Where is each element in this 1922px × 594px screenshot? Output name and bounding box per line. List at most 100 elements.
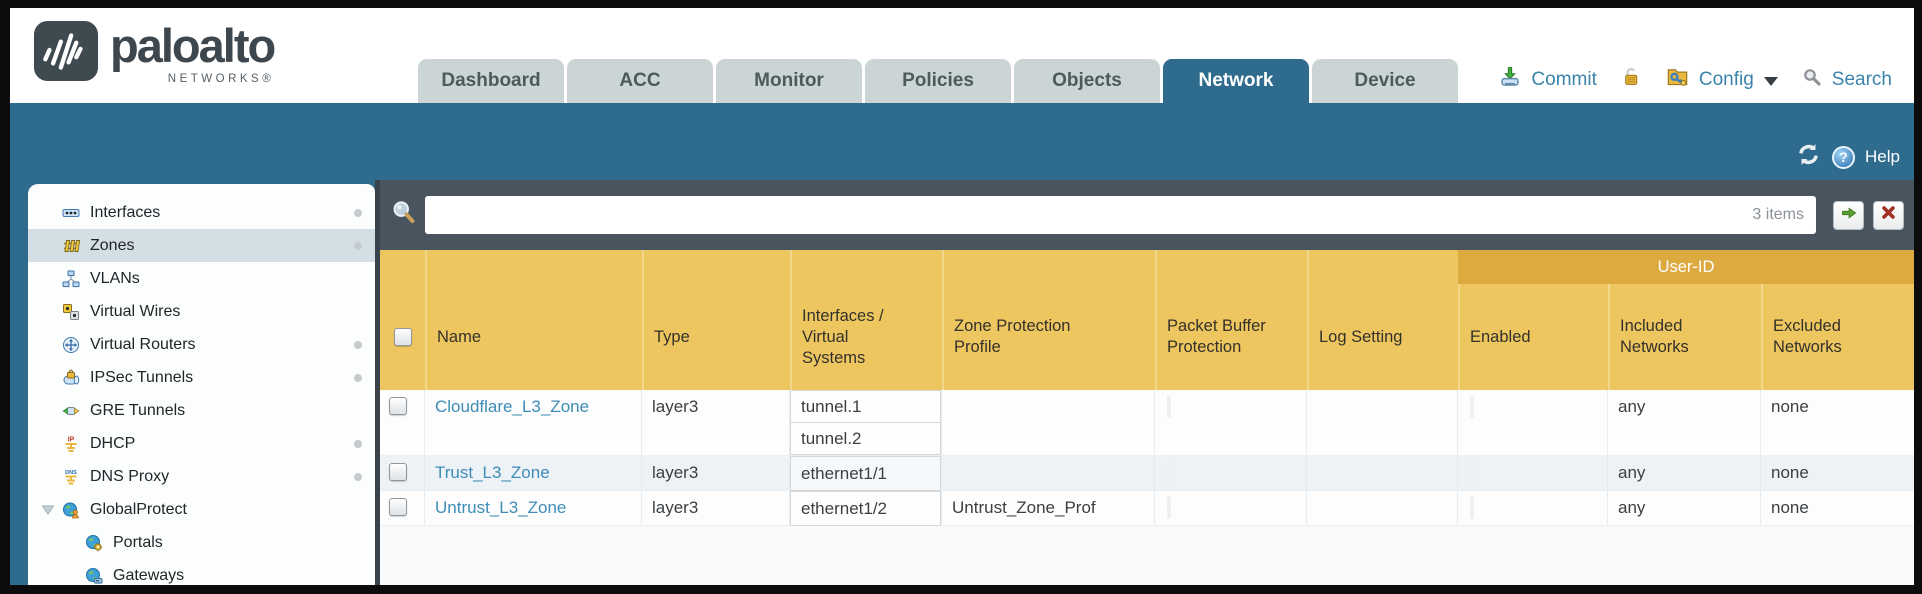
user-id-group-header: User-ID bbox=[1458, 250, 1914, 284]
tab-acc[interactable]: ACC bbox=[567, 59, 713, 103]
column-header-included-networks[interactable]: Included Networks bbox=[1608, 250, 1761, 390]
row-checkbox[interactable] bbox=[389, 498, 407, 516]
config-icon[interactable] bbox=[1666, 65, 1689, 94]
zone-name-cell: Untrust_L3_Zone bbox=[425, 491, 642, 525]
tab-policies[interactable]: Policies bbox=[865, 59, 1011, 103]
packet-buffer-protection-checkbox bbox=[1167, 395, 1171, 418]
tab-device[interactable]: Device bbox=[1312, 59, 1458, 103]
column-header-zone-protection-profile[interactable]: Zone Protection Profile bbox=[942, 250, 1155, 390]
interface-item: ethernet1/2 bbox=[790, 491, 941, 526]
tab-monitor[interactable]: Monitor bbox=[716, 59, 862, 103]
sidebar-item-gateways[interactable]: Gateways bbox=[28, 559, 375, 585]
main-nav-tabs: Dashboard ACC Monitor Policies Objects N… bbox=[418, 59, 1458, 103]
sidebar-item-ipsec-tunnels[interactable]: IPSec Tunnels bbox=[28, 361, 375, 394]
config-link[interactable]: Config bbox=[1698, 68, 1754, 90]
column-header-packet-buffer-protection[interactable]: Packet Buffer Protection bbox=[1155, 250, 1307, 390]
column-header-log-setting[interactable]: Log Setting bbox=[1307, 250, 1458, 390]
ipsec-tunnels-icon bbox=[60, 368, 82, 388]
excluded-networks-cell: none bbox=[1771, 498, 1809, 517]
sidebar-item-interfaces[interactable]: Interfaces bbox=[28, 196, 375, 229]
column-header-interfaces[interactable]: Interfaces / Virtual Systems bbox=[790, 250, 942, 390]
tab-objects[interactable]: Objects bbox=[1014, 59, 1160, 103]
column-header-excluded-networks[interactable]: Excluded Networks bbox=[1761, 250, 1914, 390]
zone-type-cell: layer3 bbox=[642, 491, 790, 525]
quick-actions: Commit Config Search bbox=[1499, 65, 1892, 94]
commit-link[interactable]: Commit bbox=[1531, 68, 1597, 90]
zone-name-cell: Trust_L3_Zone bbox=[425, 456, 642, 490]
zone-name-link[interactable]: Trust_L3_Zone bbox=[435, 463, 550, 482]
row-checkbox[interactable] bbox=[389, 397, 407, 415]
gre-tunnels-icon bbox=[60, 401, 82, 421]
virtual-wires-icon bbox=[60, 302, 82, 322]
row-select-cell bbox=[380, 491, 425, 525]
help-icon[interactable]: ? bbox=[1832, 145, 1856, 169]
included-networks-cell: any bbox=[1608, 456, 1761, 490]
zones-icon bbox=[60, 236, 82, 256]
svg-text:DNS: DNS bbox=[65, 470, 77, 476]
sidebar-item-label: Virtual Wires bbox=[90, 302, 181, 320]
included-networks-cell: any bbox=[1608, 491, 1761, 525]
search-icon[interactable] bbox=[1802, 67, 1822, 93]
excluded-networks-cell: none bbox=[1771, 463, 1809, 482]
select-all-checkbox[interactable] bbox=[393, 328, 412, 346]
vlans-icon bbox=[60, 269, 82, 289]
user-id-enabled-checkbox bbox=[1470, 395, 1474, 418]
select-all-cell bbox=[380, 250, 425, 390]
sidebar-item-virtual-routers[interactable]: Virtual Routers bbox=[28, 328, 375, 361]
sidebar-item-gre-tunnels[interactable]: GRE Tunnels bbox=[28, 394, 375, 427]
user-id-enabled-checkbox bbox=[1470, 496, 1474, 519]
sidebar-item-vlans[interactable]: VLANs bbox=[28, 262, 375, 295]
clear-filter-icon bbox=[1880, 204, 1897, 226]
svg-text:IP: IP bbox=[68, 436, 75, 443]
refresh-icon[interactable] bbox=[1795, 141, 1822, 173]
zone-name-link[interactable]: Cloudflare_L3_Zone bbox=[435, 397, 590, 416]
clear-filter-button[interactable] bbox=[1873, 200, 1904, 230]
sidebar-item-virtual-wires[interactable]: Virtual Wires bbox=[28, 295, 375, 328]
sidebar-item-label: Virtual Routers bbox=[90, 335, 196, 353]
sidebar-item-label: GRE Tunnels bbox=[90, 401, 186, 419]
column-header-type[interactable]: Type bbox=[642, 250, 790, 390]
apply-filter-button[interactable] bbox=[1833, 200, 1864, 230]
sidebar-item-dot bbox=[354, 472, 362, 481]
sidebar-item-globalprotect[interactable]: GlobalProtect bbox=[28, 493, 375, 526]
log-setting-cell bbox=[1307, 456, 1458, 490]
sidebar-item-label: Gateways bbox=[113, 566, 185, 584]
zone-name-link[interactable]: Untrust_L3_Zone bbox=[435, 498, 567, 517]
help-link[interactable]: Help bbox=[1865, 147, 1900, 166]
zones-table-header: Name Type Interfaces / Virtual Systems Z… bbox=[380, 250, 1914, 390]
filter-search-icon bbox=[390, 199, 417, 231]
tab-network[interactable]: Network bbox=[1163, 59, 1309, 103]
interface-item: ethernet1/1 bbox=[790, 456, 941, 491]
left-teal-strip bbox=[10, 180, 28, 585]
commit-icon[interactable] bbox=[1499, 66, 1521, 94]
tab-dashboard[interactable]: Dashboard bbox=[418, 59, 564, 103]
row-checkbox[interactable] bbox=[389, 463, 407, 481]
caret-down-icon[interactable] bbox=[1763, 76, 1778, 86]
column-header-enabled[interactable]: Enabled bbox=[1458, 250, 1608, 390]
sidebar-item-zones[interactable]: Zones bbox=[28, 229, 375, 262]
packet-buffer-protection-cell bbox=[1155, 491, 1307, 525]
brand-name: paloalto bbox=[110, 19, 276, 72]
sidebar-item-label: GlobalProtect bbox=[90, 500, 187, 518]
sidebar-item-dot bbox=[354, 439, 362, 448]
virtual-routers-icon bbox=[60, 335, 82, 355]
row-select-cell bbox=[380, 456, 425, 490]
panos-web-ui: paloalto NETWORKS® Dashboard ACC Monitor… bbox=[10, 8, 1914, 585]
filter-input[interactable] bbox=[425, 196, 1753, 234]
search-link[interactable]: Search bbox=[1831, 68, 1892, 90]
excluded-networks-cell: none bbox=[1771, 397, 1809, 416]
filter-searchbox: 3 items bbox=[425, 196, 1816, 234]
brand-subtitle: NETWORKS® bbox=[167, 73, 275, 85]
gateways-icon bbox=[83, 566, 105, 586]
zone-type-cell: layer3 bbox=[642, 456, 790, 490]
column-header-name[interactable]: Name bbox=[425, 250, 642, 390]
lock-icon[interactable] bbox=[1621, 66, 1642, 93]
expander-caret-icon[interactable] bbox=[36, 503, 60, 516]
sidebar-item-portals[interactable]: Portals bbox=[28, 526, 375, 559]
packet-buffer-protection-cell bbox=[1155, 456, 1307, 490]
packet-buffer-protection-cell bbox=[1155, 390, 1307, 455]
zone-type-cell: layer3 bbox=[642, 390, 790, 455]
